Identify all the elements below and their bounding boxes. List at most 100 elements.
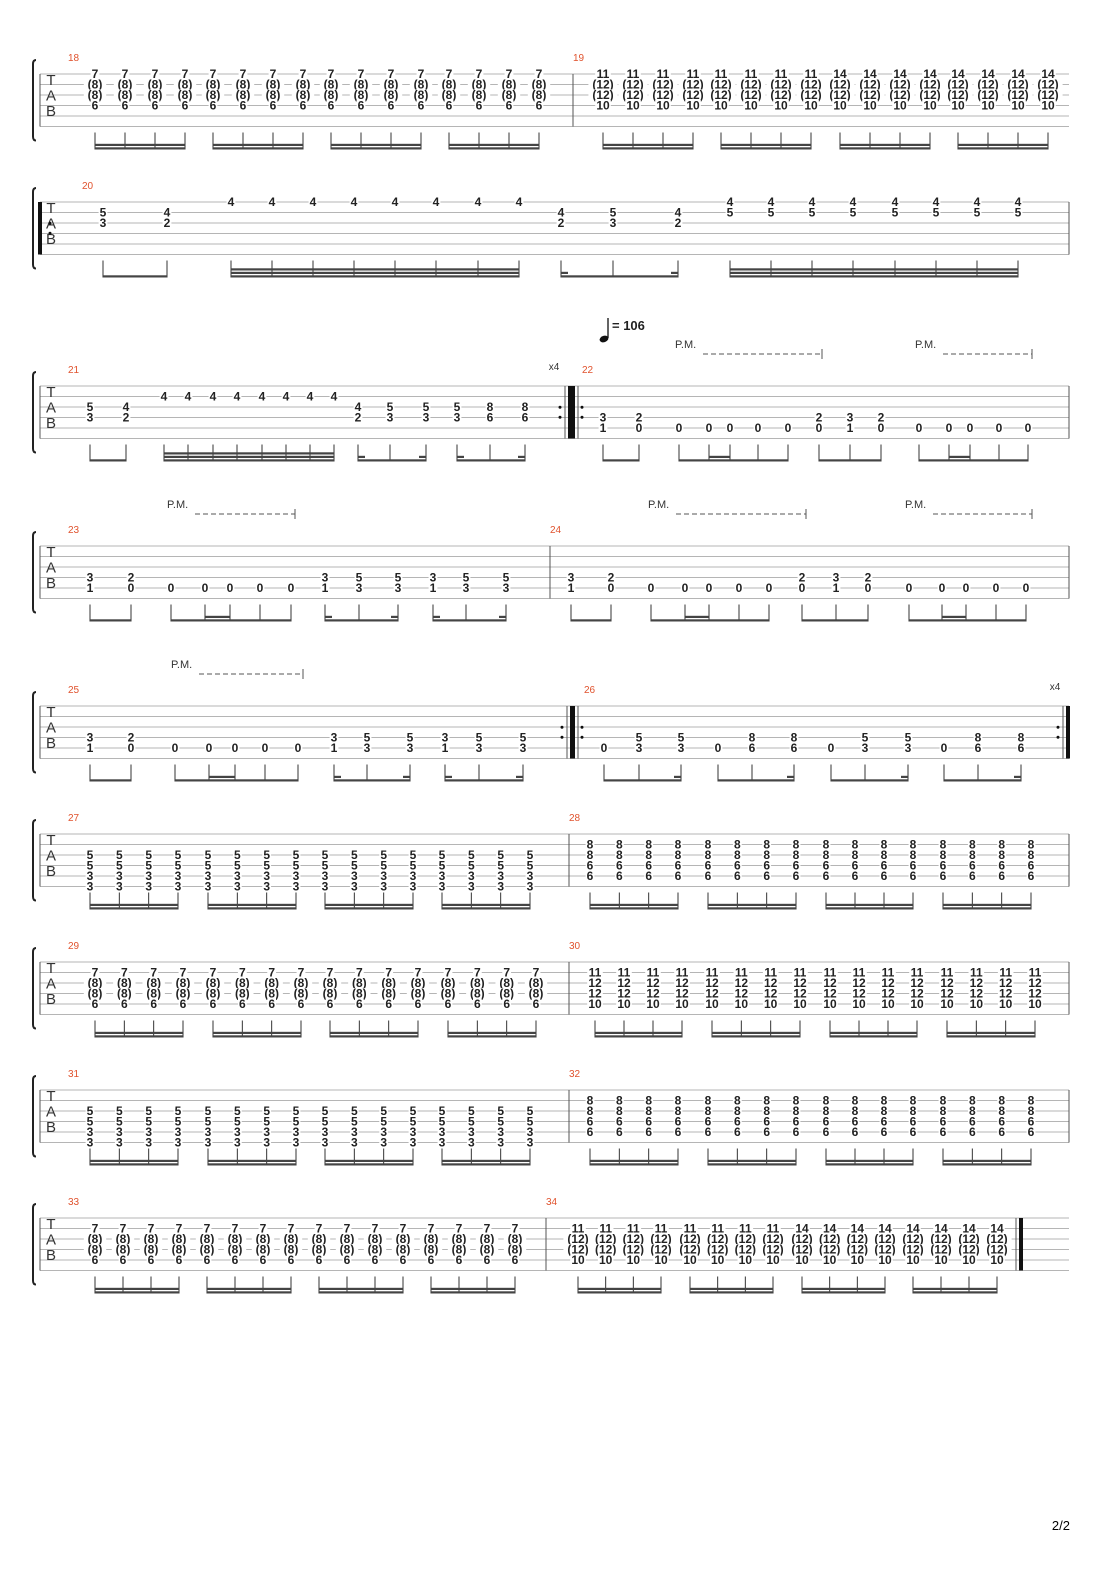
fret-number: 3 bbox=[116, 1125, 123, 1139]
fret-backdrop bbox=[821, 1126, 831, 1138]
beam bbox=[90, 907, 178, 910]
fret-backdrop bbox=[514, 196, 524, 208]
fret-number: (8) bbox=[472, 88, 487, 102]
fret-number: 6 bbox=[734, 859, 741, 873]
fret-backdrop bbox=[831, 582, 841, 594]
fret-number: (12) bbox=[707, 1243, 728, 1257]
beam bbox=[325, 619, 398, 622]
fret-backdrop bbox=[202, 1223, 212, 1234]
fret-backdrop bbox=[485, 401, 495, 413]
fret-number: (8) bbox=[424, 1232, 439, 1246]
fret-number: 12 bbox=[910, 987, 924, 1001]
fret-number: 11 bbox=[676, 966, 689, 980]
palm-mute-marking: P.M. bbox=[648, 499, 807, 519]
fret-number: 6 bbox=[793, 1125, 800, 1139]
fret-backdrop bbox=[597, 1254, 614, 1266]
system-bracket bbox=[32, 1075, 37, 1158]
fret-number: 3 bbox=[87, 1136, 94, 1150]
fret-backdrop bbox=[419, 1233, 443, 1245]
fret-number: 0 bbox=[946, 421, 953, 435]
fret-backdrop bbox=[238, 68, 248, 80]
fret-number: 8 bbox=[881, 1104, 888, 1118]
fret-backdrop bbox=[704, 988, 720, 999]
fret-number: 3 bbox=[322, 880, 329, 894]
fret-number: 3 bbox=[520, 741, 527, 755]
fret-number: (12) bbox=[1007, 78, 1028, 92]
fret-backdrop bbox=[733, 977, 750, 989]
fret-backdrop bbox=[773, 100, 789, 111]
fret-backdrop bbox=[474, 100, 484, 111]
fret-backdrop bbox=[203, 1137, 213, 1148]
beam bbox=[208, 907, 296, 910]
beam bbox=[231, 268, 519, 271]
fret-number: (8) bbox=[294, 976, 309, 990]
fret-backdrop bbox=[126, 582, 136, 594]
fret-number: (12) bbox=[595, 1232, 616, 1246]
fret-number: 14 bbox=[1041, 67, 1055, 81]
tab-clef-letter: A bbox=[46, 848, 56, 865]
fret-backdrop bbox=[408, 881, 418, 892]
fret-number: 5 bbox=[145, 1104, 152, 1118]
fret-number: 8 bbox=[734, 838, 741, 852]
fret-number: 8 bbox=[734, 1104, 741, 1118]
fret-number: 7 bbox=[316, 1222, 323, 1236]
fret-backdrop bbox=[556, 207, 566, 218]
fret-number: 8 bbox=[823, 1094, 830, 1108]
fret-number: (8) bbox=[228, 1232, 243, 1246]
beam bbox=[433, 619, 506, 622]
tab-staff-system: TAB bbox=[32, 187, 1069, 270]
fret-number: 3 bbox=[380, 1136, 387, 1150]
fret-number: 1 bbox=[442, 741, 449, 755]
fret-backdrop bbox=[149, 967, 159, 978]
fret-backdrop bbox=[625, 100, 641, 111]
fret-number: 6 bbox=[120, 1253, 127, 1267]
fret-number: 6 bbox=[881, 869, 888, 883]
fret-number: 5 bbox=[527, 848, 534, 862]
fret-number: 3 bbox=[527, 869, 534, 883]
fret-backdrop bbox=[704, 967, 720, 978]
fret-number: (8) bbox=[508, 1243, 523, 1257]
fret-backdrop bbox=[291, 1137, 301, 1148]
fret-backdrop bbox=[524, 977, 548, 989]
fret-number: 12 bbox=[675, 976, 689, 990]
fret-number: 5 bbox=[234, 1104, 241, 1118]
fret-number: 5 bbox=[364, 731, 371, 745]
fret-backdrop bbox=[845, 412, 855, 423]
fret-number: 7 bbox=[210, 67, 217, 81]
fret-backdrop bbox=[208, 100, 218, 111]
fret-backdrop bbox=[646, 1244, 676, 1255]
fret-backdrop bbox=[855, 89, 885, 101]
fret-number: 8 bbox=[998, 838, 1005, 852]
fret-number: 12 bbox=[735, 987, 749, 1001]
fret-number: 8 bbox=[881, 848, 888, 862]
fret-number: 8 bbox=[852, 1094, 859, 1108]
fret-number: 0 bbox=[682, 581, 689, 595]
fret-backdrop bbox=[950, 68, 966, 80]
fret-backdrop bbox=[203, 860, 213, 871]
fret-number: (12) bbox=[889, 88, 910, 102]
fret-backdrop bbox=[85, 732, 95, 743]
fret-backdrop bbox=[142, 977, 165, 989]
tab-staff-system: TAB bbox=[32, 531, 1069, 614]
fret-number: 12 bbox=[970, 987, 984, 1001]
fret-number: 2 bbox=[608, 571, 615, 585]
fret-backdrop bbox=[405, 742, 415, 754]
tab-clef-letter: B bbox=[46, 863, 56, 880]
fret-number: 7 bbox=[298, 966, 305, 980]
fret-backdrop bbox=[159, 391, 169, 402]
fret-number: 5 bbox=[395, 571, 402, 585]
fret-backdrop bbox=[1026, 849, 1036, 861]
fret-backdrop bbox=[1026, 839, 1036, 850]
fret-number: 7 bbox=[385, 966, 392, 980]
fret-backdrop bbox=[474, 732, 484, 743]
fret-backdrop bbox=[1013, 196, 1023, 208]
fret-backdrop bbox=[314, 1254, 324, 1266]
fret-number: 6 bbox=[232, 1253, 239, 1267]
fret-number: (12) bbox=[740, 88, 761, 102]
fret-backdrop bbox=[968, 977, 985, 989]
fret-backdrop bbox=[585, 1126, 595, 1138]
fret-number: 6 bbox=[150, 997, 157, 1011]
fret-backdrop bbox=[673, 1116, 683, 1127]
fret-backdrop bbox=[732, 1116, 742, 1127]
fret-backdrop bbox=[676, 742, 686, 754]
